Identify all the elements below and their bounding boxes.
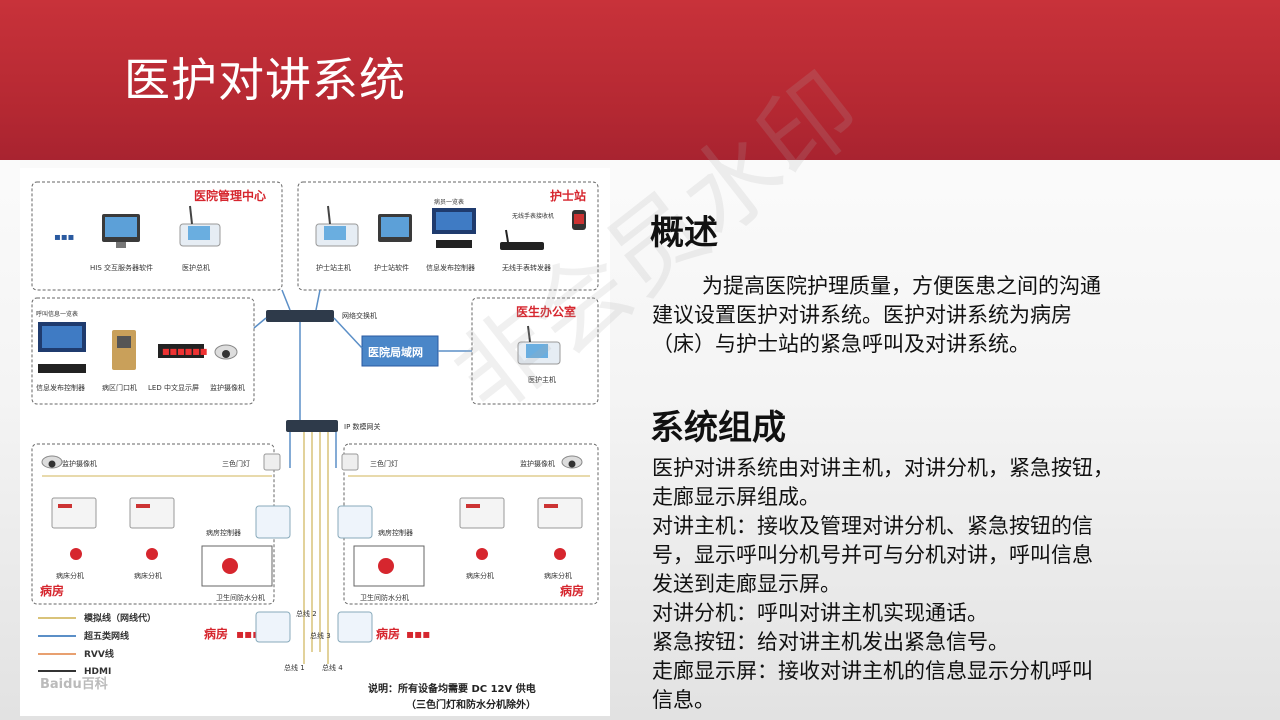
note-line2: （三色门灯和防水分机除外） <box>406 698 536 711</box>
medical-host-label: 医护总机 <box>182 263 210 272</box>
overview-line1: 为提高医院护理质量，方便医患之间的沟通 <box>702 274 1101 298</box>
composition-line: 号，显示呼叫分机号并可与分机对讲，呼叫信息 <box>652 543 1093 567</box>
note-line1: 说明：所有设备均需要 DC 12V 供电 <box>368 682 536 695</box>
ip-gateway-label: IP 数模网关 <box>344 422 381 431</box>
door-light-left-label: 三色门灯 <box>222 459 250 468</box>
management-center-box <box>31 181 283 291</box>
led-display-label: LED 中文显示屏 <box>148 383 199 392</box>
room-controller-right-label: 病房控制器 <box>378 528 413 537</box>
composition-line: 对讲分机：呼叫对讲主机实现通话。 <box>652 601 988 625</box>
info-area-box <box>31 297 255 405</box>
composition-line: 走廊显示屏：接收对讲主机的信息显示分机呼叫 <box>652 659 1093 683</box>
bed-ext-4-icon <box>537 497 583 529</box>
nurse-station-label: 护士站 <box>550 188 586 203</box>
wireless-watch-label: 无线手表接收机 <box>512 212 554 220</box>
composition-line: 走廊显示屏组成。 <box>652 485 820 509</box>
doctor-host-label: 医护主机 <box>528 375 556 384</box>
bed-ext-1-icon <box>51 497 97 529</box>
bed-ext-4-label: 病床分机 <box>544 571 572 580</box>
bath-right-label: 卫生间防水分机 <box>360 593 409 602</box>
bus4-label: 总线 4 <box>322 663 343 672</box>
room-controller-right-icon <box>337 505 373 539</box>
nurse-station-box <box>297 181 599 291</box>
ward-bottom-left-label: 病房 <box>204 626 228 641</box>
bus2-label: 总线 2 <box>296 609 317 618</box>
svg-text:▪▪▪: ▪▪▪ <box>236 627 260 641</box>
overview-line3: （床）与护士站的紧急呼叫及对讲系统。 <box>652 332 1030 356</box>
door-light-left-icon <box>263 453 281 471</box>
camera-left-label: 监护摄像机 <box>62 459 97 468</box>
his-server-label: HIS 交互服务器软件 <box>90 263 153 272</box>
ward-left-label: 病房 <box>40 583 64 598</box>
nurse-host-label: 护士站主机 <box>316 263 351 272</box>
ip-gateway-icon <box>286 420 338 432</box>
composition-line: 医护对讲系统由对讲主机，对讲分机，紧急按钮， <box>652 456 1114 480</box>
composition-line: 信息。 <box>652 688 715 712</box>
title-banner: 医护对讲系统 <box>0 0 1280 160</box>
wireless-forwarder-label: 无线手表转发器 <box>502 263 551 272</box>
door-light-right-icon <box>341 453 359 471</box>
svg-text:■■■■■■: ■■■■■■ <box>162 347 207 356</box>
composition-line: 紧急按钮：给对讲主机发出紧急信号。 <box>652 630 1009 654</box>
legend-analog: 模拟线（网线代） <box>84 612 156 624</box>
bed-ext-3-icon <box>459 497 505 529</box>
bed-ext-3-label: 病床分机 <box>466 571 494 580</box>
door-light-right-label: 三色门灯 <box>370 459 398 468</box>
slide-title: 医护对讲系统 <box>124 53 406 107</box>
room-controller-left-label: 病房控制器 <box>206 528 241 537</box>
ward-bottom-right-label: 病房 <box>376 626 400 641</box>
doctor-office-box <box>471 297 599 405</box>
composition-line: 对讲主机：接收及管理对讲分机、紧急按钮的信 <box>652 514 1093 538</box>
composition-line: 发送到走廊显示屏。 <box>652 572 841 596</box>
baidu-mark: Baidu百科 <box>40 676 108 692</box>
call-list-label: 呼叫信息一览表 <box>36 310 78 318</box>
camera-right-label: 监护摄像机 <box>520 459 555 468</box>
doctor-office-label: 医生办公室 <box>516 304 576 319</box>
room-controller-left-icon <box>255 505 291 539</box>
patient-list-label: 病员一览表 <box>434 198 464 206</box>
camera-label: 监护摄像机 <box>210 383 245 392</box>
bed-ext-2-label: 病床分机 <box>134 571 162 580</box>
bus1-label: 总线 1 <box>284 663 305 672</box>
hospital-lan-box <box>361 335 439 367</box>
svg-text:▪▪▪: ▪▪▪ <box>54 232 74 243</box>
bath-left-label: 卫生间防水分机 <box>216 593 265 602</box>
ward-left-box <box>31 443 275 605</box>
info-controller-2-label: 信息发布控制器 <box>36 383 85 392</box>
legend-cat5: 超五类网线 <box>83 630 129 642</box>
nurse-software-label: 护士站软件 <box>374 263 409 272</box>
ward-right-label: 病房 <box>560 583 584 598</box>
legend-hdmi: HDMI <box>84 667 111 677</box>
bed-ext-1-label: 病床分机 <box>56 571 84 580</box>
composition-text: 医护对讲系统由对讲主机，对讲分机，紧急按钮， 走廊显示屏组成。 对讲主机：接收及… <box>652 454 1182 715</box>
overview-text: 为提高医院护理质量，方便医患之间的沟通 建议设置医护对讲系统。医护对讲系统为病房… <box>652 272 1172 359</box>
svg-text:▪▪▪: ▪▪▪ <box>406 627 430 641</box>
network-switch-label: 网络交换机 <box>342 311 377 320</box>
overview-heading: 概述 <box>650 213 718 253</box>
management-center-label: 医院管理中心 <box>194 188 266 203</box>
led-display-icon <box>158 344 204 358</box>
wireless-forwarder-icon <box>500 242 544 250</box>
legend-rvv: RVV线 <box>84 648 114 660</box>
ward-door-label: 病区门口机 <box>102 383 137 392</box>
overview-line2: 建议设置医护对讲系统。医护对讲系统为病房 <box>652 303 1072 327</box>
info-controller-label: 信息发布控制器 <box>426 263 475 272</box>
bus3-label: 总线 3 <box>310 631 331 640</box>
bed-ext-2-icon <box>129 497 175 529</box>
system-diagram: 医院管理中心 护士站 医生办公室 病房 病房 病房 病房 ▪▪▪ ▪▪▪ ▪▪▪… <box>20 168 610 716</box>
network-switch-icon <box>266 310 334 322</box>
hospital-lan-label: 医院局域网 <box>368 345 423 359</box>
composition-heading: 系统组成 <box>650 408 786 448</box>
